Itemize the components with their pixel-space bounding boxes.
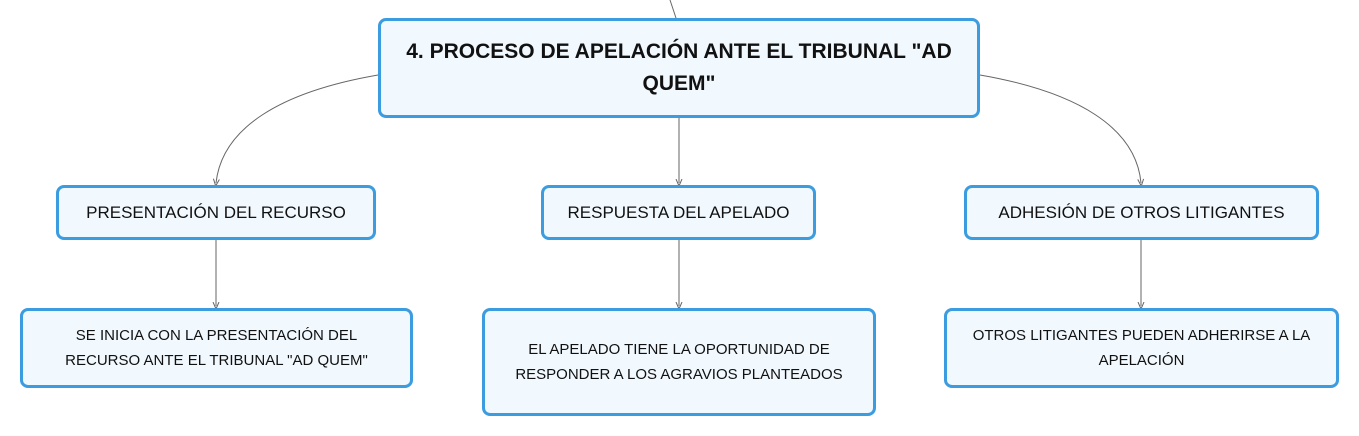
- root-node[interactable]: 4. PROCESO DE APELACIÓN ANTE EL TRIBUNAL…: [378, 18, 980, 118]
- connector-root-to-adhesion: [979, 74, 1141, 183]
- topic-node-respuesta-del-apelado[interactable]: RESPUESTA DEL APELADO: [541, 185, 816, 240]
- detail-node-oportunidad-apelado[interactable]: EL APELADO TIENE LA OPORTUNIDAD DE RESPO…: [482, 308, 876, 416]
- topic-node-label: ADHESIÓN DE OTROS LITIGANTES: [998, 202, 1285, 222]
- topic-node-label: PRESENTACIÓN DEL RECURSO: [86, 202, 346, 222]
- connector-parent-to-root: [669, 0, 677, 19]
- topic-node-presentacion-del-recurso[interactable]: PRESENTACIÓN DEL RECURSO: [56, 185, 376, 240]
- detail-node-text: OTROS LITIGANTES PUEDEN ADHERIRSE A LA A…: [972, 327, 1311, 369]
- detail-node-text: EL APELADO TIENE LA OPORTUNIDAD DE RESPO…: [515, 341, 843, 383]
- detail-node-text: SE INICIA CON LA PRESENTACIÓN DEL RECURS…: [65, 327, 368, 369]
- detail-node-inicio-recurso[interactable]: SE INICIA CON LA PRESENTACIÓN DEL RECURS…: [20, 308, 413, 388]
- topic-node-label: RESPUESTA DEL APELADO: [567, 202, 790, 222]
- topic-node-adhesion-de-otros-litigantes[interactable]: ADHESIÓN DE OTROS LITIGANTES: [964, 185, 1319, 240]
- root-node-label: 4. PROCESO DE APELACIÓN ANTE EL TRIBUNAL…: [406, 40, 952, 95]
- connector-root-to-presentacion: [216, 74, 379, 183]
- detail-node-adherirse-apelacion[interactable]: OTROS LITIGANTES PUEDEN ADHERIRSE A LA A…: [944, 308, 1339, 388]
